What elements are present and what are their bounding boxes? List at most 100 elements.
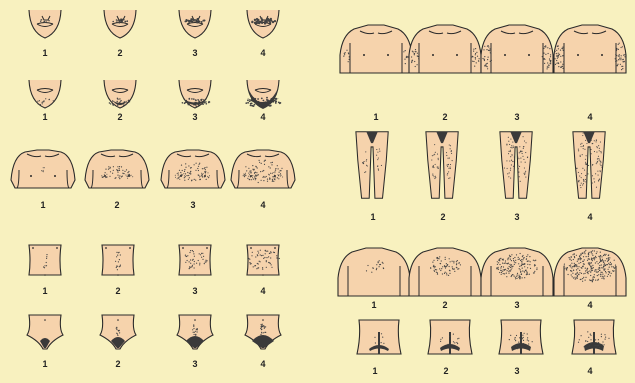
lower-abdomen-figure-4 bbox=[243, 315, 283, 349]
upper-lip-illustration bbox=[243, 10, 283, 40]
chin-illustration bbox=[100, 80, 140, 110]
score-label: 2 bbox=[108, 359, 128, 369]
upper-lip-figure-1 bbox=[25, 10, 65, 40]
score-label: 4 bbox=[580, 212, 600, 222]
chin-figure-1 bbox=[25, 80, 65, 110]
score-label: 1 bbox=[35, 112, 55, 122]
score-label: 2 bbox=[433, 212, 453, 222]
lower-back-illustration bbox=[351, 320, 399, 354]
thigh-figure-2 bbox=[424, 130, 462, 200]
upper-arm-figure-4 bbox=[552, 25, 628, 73]
chin-illustration bbox=[243, 80, 283, 110]
upper-arm-figure-1 bbox=[338, 25, 414, 73]
score-label: 3 bbox=[507, 212, 527, 222]
score-label: 1 bbox=[364, 300, 384, 310]
score-label: 2 bbox=[107, 200, 127, 210]
score-label: 3 bbox=[185, 359, 205, 369]
upper-arm-illustration bbox=[552, 25, 628, 73]
score-label: 2 bbox=[110, 48, 130, 58]
upper-lip-figure-3 bbox=[175, 10, 215, 40]
upper-lip-illustration bbox=[175, 10, 215, 40]
score-label: 2 bbox=[435, 112, 455, 122]
lower-abdomen-figure-3 bbox=[175, 315, 215, 349]
upper-arm-illustration bbox=[338, 25, 414, 73]
score-label: 4 bbox=[253, 200, 273, 210]
score-label: 2 bbox=[108, 286, 128, 296]
chin-illustration bbox=[25, 80, 65, 110]
lower-abdomen-illustration bbox=[98, 315, 138, 349]
thigh-illustration bbox=[498, 130, 536, 200]
thigh-figure-3 bbox=[498, 130, 536, 200]
upper-arm-figure-3 bbox=[479, 25, 555, 73]
score-label: 3 bbox=[185, 286, 205, 296]
score-label: 4 bbox=[253, 112, 273, 122]
score-label: 1 bbox=[363, 212, 383, 222]
lower-back-illustration bbox=[493, 320, 541, 354]
score-label: 3 bbox=[507, 300, 527, 310]
upper-back-illustration bbox=[479, 248, 555, 296]
upper-back-figure-2 bbox=[407, 248, 483, 296]
lower-abdomen-illustration bbox=[243, 315, 283, 349]
chest-figure-2 bbox=[87, 150, 147, 188]
score-label: 3 bbox=[183, 200, 203, 210]
thigh-illustration bbox=[571, 130, 609, 200]
upper-abdomen-illustration bbox=[243, 245, 283, 275]
upper-back-illustration bbox=[552, 248, 628, 296]
upper-back-figure-1 bbox=[336, 248, 412, 296]
score-label: 2 bbox=[436, 366, 456, 376]
upper-abdomen-figure-3 bbox=[175, 245, 215, 275]
score-label: 1 bbox=[33, 200, 53, 210]
score-label: 4 bbox=[253, 359, 273, 369]
chin-figure-2 bbox=[100, 80, 140, 110]
score-label: 4 bbox=[253, 286, 273, 296]
upper-arm-illustration bbox=[479, 25, 555, 73]
score-label: 4 bbox=[580, 366, 600, 376]
upper-lip-illustration bbox=[25, 10, 65, 40]
chest-illustration bbox=[13, 150, 73, 188]
score-label: 2 bbox=[110, 112, 130, 122]
lower-abdomen-illustration bbox=[25, 315, 65, 349]
upper-back-figure-3 bbox=[479, 248, 555, 296]
lower-back-figure-4 bbox=[566, 320, 614, 354]
score-label: 1 bbox=[366, 112, 386, 122]
lower-back-figure-3 bbox=[493, 320, 541, 354]
chest-figure-1 bbox=[13, 150, 73, 188]
thigh-illustration bbox=[424, 130, 462, 200]
score-label: 4 bbox=[580, 300, 600, 310]
upper-lip-figure-4 bbox=[243, 10, 283, 40]
score-label: 1 bbox=[35, 286, 55, 296]
upper-abdomen-illustration bbox=[175, 245, 215, 275]
lower-back-illustration bbox=[422, 320, 470, 354]
chest-illustration bbox=[233, 150, 293, 188]
chin-figure-3 bbox=[175, 80, 215, 110]
lower-back-illustration bbox=[566, 320, 614, 354]
lower-back-figure-1 bbox=[351, 320, 399, 354]
lower-abdomen-figure-2 bbox=[98, 315, 138, 349]
chest-figure-4 bbox=[233, 150, 293, 188]
score-label: 1 bbox=[35, 48, 55, 58]
score-label: 3 bbox=[185, 48, 205, 58]
chest-figure-3 bbox=[163, 150, 223, 188]
upper-lip-figure-2 bbox=[100, 10, 140, 40]
score-label: 1 bbox=[35, 359, 55, 369]
upper-back-illustration bbox=[407, 248, 483, 296]
upper-arm-illustration bbox=[407, 25, 483, 73]
upper-arm-figure-2 bbox=[407, 25, 483, 73]
thigh-figure-4 bbox=[571, 130, 609, 200]
chest-illustration bbox=[87, 150, 147, 188]
upper-lip-illustration bbox=[100, 10, 140, 40]
upper-abdomen-figure-4 bbox=[243, 245, 283, 275]
score-label: 1 bbox=[365, 366, 385, 376]
score-label: 4 bbox=[580, 112, 600, 122]
upper-back-illustration bbox=[336, 248, 412, 296]
chin-figure-4 bbox=[243, 80, 283, 110]
chin-illustration bbox=[175, 80, 215, 110]
lower-abdomen-illustration bbox=[175, 315, 215, 349]
score-label: 2 bbox=[435, 300, 455, 310]
chest-illustration bbox=[163, 150, 223, 188]
upper-back-figure-4 bbox=[552, 248, 628, 296]
upper-abdomen-illustration bbox=[25, 245, 65, 275]
score-label: 3 bbox=[185, 112, 205, 122]
lower-abdomen-figure-1 bbox=[25, 315, 65, 349]
